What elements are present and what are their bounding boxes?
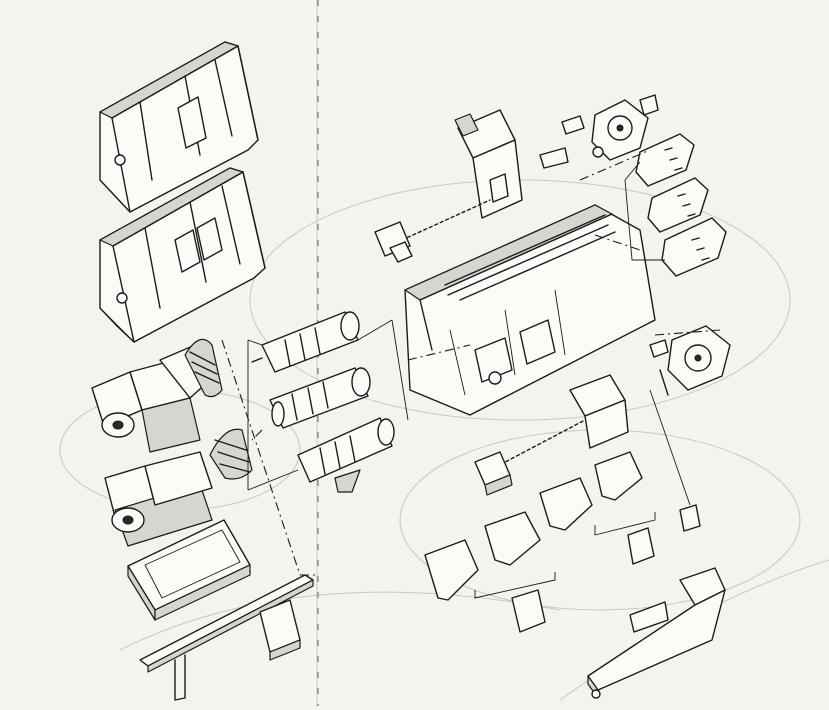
sub-spindle-motor (104, 428, 253, 547)
tool-block-2 (647, 177, 709, 233)
motor-base (127, 519, 251, 621)
clamp-units (511, 389, 701, 633)
enclosure-large (99, 41, 259, 213)
main-spindle-motor (91, 338, 223, 453)
machine-bed (404, 204, 656, 416)
lower-turret (649, 325, 731, 396)
spindle-cartridge-3 (297, 417, 395, 493)
tool-holder-4 (594, 451, 643, 501)
chip-conveyor (587, 567, 726, 699)
spindle-cartridges (247, 311, 409, 493)
tool-block-1 (635, 133, 695, 187)
upper-turret (539, 94, 659, 169)
tool-holder-1 (424, 539, 479, 601)
tool-holders (424, 451, 656, 601)
clamp-unit-2 (627, 527, 655, 565)
tool-blocks (624, 133, 727, 277)
lower-cross-slide (474, 374, 629, 496)
spindle-cartridge-2 (269, 367, 371, 429)
upper-cross-slide (374, 109, 523, 263)
leader-lines (221, 149, 721, 576)
enclosure-small (99, 167, 266, 343)
clamp-unit-3 (679, 504, 701, 532)
clamp-unit-1 (511, 589, 546, 633)
bar-feeder-rail (139, 574, 314, 701)
tool-holder-3 (539, 477, 593, 531)
tool-holder-2 (484, 511, 541, 566)
spindle-cartridge-1 (251, 311, 360, 373)
